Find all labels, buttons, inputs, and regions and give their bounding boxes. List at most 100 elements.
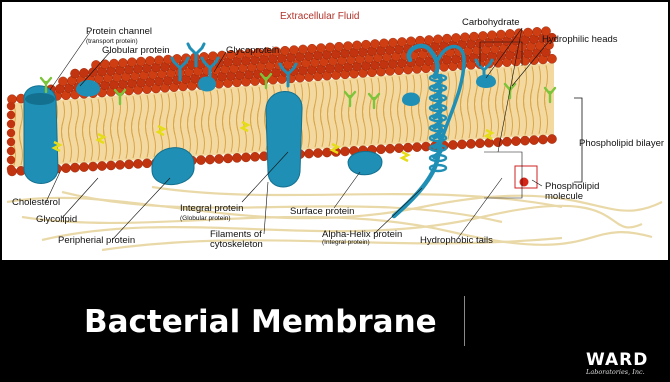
protein-channel-pore	[25, 93, 55, 105]
hydrophilic-head	[376, 145, 385, 154]
surface-protein-label: Surface protein	[290, 207, 354, 217]
glycoprotein-shape	[198, 77, 216, 92]
hydrophilic-head	[538, 135, 547, 144]
hydrophilic-head	[7, 129, 15, 137]
hydrophilic-head	[127, 58, 136, 67]
cholesterol-molecule	[158, 126, 164, 135]
alpha-helix-label: Alpha-Helix protein (Integral protein)	[322, 230, 402, 247]
hydrophilic-head	[7, 102, 15, 110]
hydrophilic-head	[109, 59, 118, 68]
ward-logo: WARD Laboratories, Inc.	[582, 350, 664, 378]
hydrophilic-head	[214, 154, 223, 163]
hydrophilic-head	[313, 148, 322, 157]
hydrophilic-head	[304, 149, 313, 158]
hydrophilic-head	[133, 159, 142, 168]
cholesterol-label: Cholesterol	[12, 198, 60, 208]
hydrophilic-head	[379, 39, 388, 48]
hydrophilic-head	[496, 30, 505, 39]
hydrophilic-head	[385, 144, 394, 153]
hydrophilic-head	[484, 138, 493, 147]
hydrophilic-head	[289, 46, 298, 55]
hydrophilic-head	[322, 148, 331, 157]
hydrophilic-head	[520, 136, 529, 145]
peripheral-protein-shape	[152, 148, 194, 185]
hydrophilic-head	[7, 156, 15, 164]
hydrophilic-head	[361, 40, 370, 49]
hydrophilic-head	[316, 43, 325, 52]
glycoprotein-label: Glycoprotein	[226, 46, 279, 56]
cholesterol-molecule	[332, 144, 338, 153]
hydrophilic-head	[154, 56, 163, 65]
title-band: Bacterial Membrane WARD Laboratories, In…	[0, 262, 670, 382]
hydrophilic-head	[7, 165, 15, 173]
protein-channel-text: Protein channel	[86, 26, 152, 37]
peripherial-protein-label: Peripherial protein	[58, 236, 135, 246]
hydrophilic-head	[451, 33, 460, 42]
hydrophilic-head	[406, 37, 415, 46]
integral-protein-shape	[266, 91, 302, 187]
globular-protein-shape	[402, 93, 420, 107]
hydrophilic-head	[298, 45, 307, 54]
hydrophilic-head	[478, 31, 487, 40]
hydrophilic-head	[457, 140, 466, 149]
hydrophilic-head	[532, 27, 541, 36]
hydrophilic-head	[493, 138, 502, 147]
hydrophilic-head	[97, 161, 106, 170]
alpha-helix-subtext: (Integral protein)	[322, 240, 402, 247]
hydrophilic-head	[370, 39, 379, 48]
hydrophilic-head	[142, 159, 151, 168]
membrane-diagram: Extracellular Fluid Protein channel (tra…	[2, 2, 668, 260]
hydrophilic-head	[115, 160, 124, 169]
hydrophilic-head	[280, 46, 289, 55]
hydrophilic-head	[505, 29, 514, 38]
globular-protein-shape	[476, 75, 496, 89]
hydrophilic-head	[511, 137, 520, 146]
hydrophilic-head	[70, 163, 79, 172]
hydrophilic-head	[205, 155, 214, 164]
hydrophilic-head	[397, 37, 406, 46]
hydrophobic-tails-label: Hydrophobic tails	[420, 236, 493, 246]
title-divider	[464, 296, 465, 346]
hydrophilic-head	[124, 160, 133, 169]
hydrophilic-head	[232, 153, 241, 162]
leader-line	[112, 178, 170, 240]
surface-protein-shape	[348, 152, 382, 175]
cholesterol-molecule	[402, 152, 408, 161]
tails-bracket	[484, 152, 522, 198]
carbohydrate-label: Carbohydrate	[462, 18, 520, 28]
hydrophilic-head	[70, 69, 79, 78]
logo-wordmark: WARD	[586, 350, 648, 370]
hydrophilic-head	[196, 155, 205, 164]
hydrophilic-head	[403, 143, 412, 152]
hydrophilic-head	[460, 33, 469, 42]
hydrophilic-head	[475, 139, 484, 148]
hydrophilic-head	[523, 28, 532, 37]
leader-line	[334, 172, 360, 208]
hydrophilic-head	[352, 41, 361, 50]
hydrophilic-head	[58, 77, 67, 86]
hydrophilic-head	[469, 32, 478, 41]
hydrophilic-head	[487, 31, 496, 40]
cholesterol-molecule	[242, 122, 248, 131]
hydrophilic-head	[466, 139, 475, 148]
hydrophilic-head	[88, 162, 97, 171]
glycolipid-label: Glycolipid	[36, 215, 77, 225]
hydrophilic-head	[343, 41, 352, 50]
hydrophilic-head	[223, 154, 232, 163]
hydrophilic-head	[145, 56, 154, 65]
protein-channel-label: Protein channel (transport protein)	[86, 22, 152, 46]
hydrophilic-head	[442, 34, 451, 43]
hydrophilic-head	[388, 38, 397, 47]
hydrophilic-head	[136, 57, 145, 66]
hydrophilic-head	[340, 147, 349, 156]
hydrophilic-head	[7, 120, 15, 128]
integral-protein-subtext: (Globular protein)	[180, 216, 243, 223]
hydrophilic-head	[79, 68, 88, 77]
cholesterol-molecule	[98, 134, 104, 143]
hydrophilic-head	[7, 138, 15, 146]
cholesterol-molecule	[54, 142, 60, 151]
cholesterol-molecule	[486, 130, 492, 139]
hydrophilic-head	[79, 162, 88, 171]
hydrophilic-head	[7, 111, 15, 119]
